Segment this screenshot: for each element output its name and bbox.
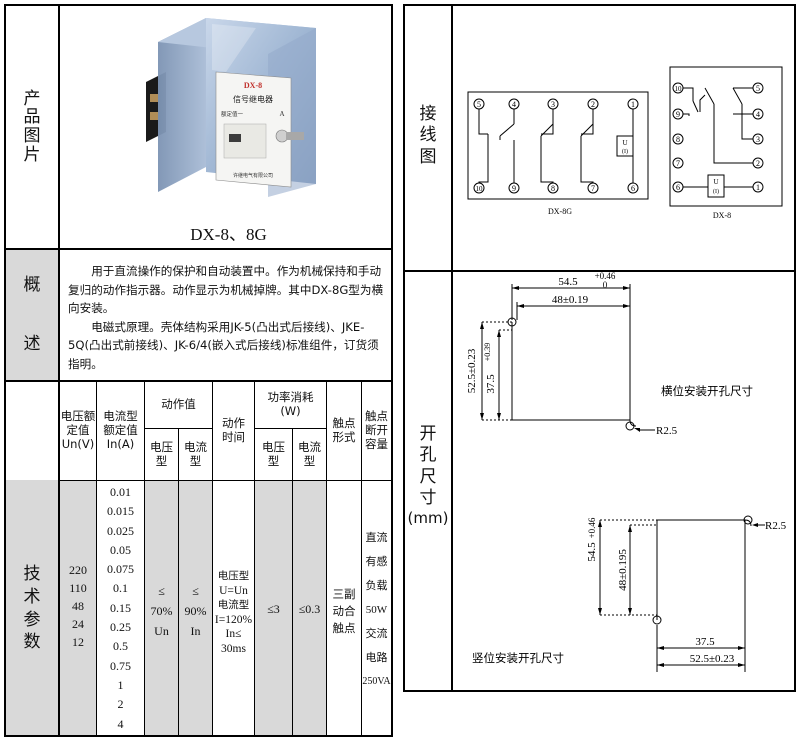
action-time-header: 动作时间 (222, 416, 245, 444)
dim-37-5: 37.5 (485, 374, 497, 394)
dim-54-5: 54.5 (558, 276, 578, 288)
dx8-coil-u: U (713, 178, 718, 186)
photo-subtitle: 信号继电器 (233, 94, 273, 104)
svg-text:5: 5 (477, 100, 481, 109)
svg-text:10: 10 (476, 185, 484, 193)
radius-h: R2.5 (656, 425, 678, 437)
dx8-coil-i: (I) (713, 188, 719, 195)
dx8g-caption: DX-8G (548, 207, 572, 216)
overview-paragraph-1: 用于直流操作的保护和自动装置中。作为机械保持和手动复归的动作指示器。动作显示为机… (68, 264, 384, 315)
spec-table: 产 品 图 片 DX-8 (4, 4, 393, 737)
dx8g-coil-u: U (622, 139, 627, 147)
action-current-value: ≤ 90% In (184, 584, 207, 638)
svg-text:1: 1 (631, 100, 635, 109)
horizontal-cutout-arrows (480, 286, 640, 432)
svg-text:9: 9 (512, 184, 516, 193)
dx8-circuit (683, 87, 753, 198)
rated-voltage-header: 电压额定值Un(V) (60, 409, 96, 451)
action-current-type-header: 电流型 (184, 439, 207, 468)
tol-zero: 0 (603, 280, 608, 290)
svg-text:10: 10 (675, 85, 683, 93)
action-voltage-value: ≤ 70% Un (150, 584, 173, 638)
svg-text:2: 2 (756, 159, 760, 168)
svg-text:8: 8 (676, 135, 680, 144)
product-image-label: 产 品 图 片 (23, 88, 41, 165)
power-voltage-value: ≤3 (267, 602, 280, 616)
svg-text:4: 4 (512, 100, 516, 109)
svg-text:8: 8 (551, 184, 555, 193)
tech-params-label: 技 术 参 数 (23, 564, 41, 653)
rated-current-header: 电流型额定值In(A) (103, 409, 138, 451)
dim-52-5-v: 52.5±0.23 (690, 653, 735, 665)
vertical-cutout-arrows (598, 520, 758, 667)
action-time-value: 电压型 U=Un 电流型 I=120% In≤ 30ms (214, 570, 253, 655)
svg-text:3: 3 (756, 135, 760, 144)
photo-maker: 许继电气有限公司 (233, 172, 273, 179)
action-voltage-type-header: 电压型 (150, 439, 173, 468)
svg-text:6: 6 (631, 184, 635, 193)
power-header: 功率消耗 (W) (267, 390, 314, 418)
horizontal-cutout (481, 284, 655, 431)
current-values: 0.01 0.015 0.025 0.05 0.075 0.1 0.15 0.2… (107, 485, 134, 731)
voltage-values: 220 110 48 24 12 (69, 563, 87, 649)
tol-plus: +0.46 (595, 271, 616, 281)
svg-text:7: 7 (591, 184, 595, 193)
photo-title: DX-8 (244, 81, 262, 90)
svg-text:7: 7 (676, 159, 680, 168)
dx8-caption: DX-8 (713, 211, 731, 220)
svg-text:9: 9 (676, 110, 680, 119)
action-value-header: 动作值 (161, 397, 196, 412)
svg-text:6: 6 (676, 183, 680, 192)
cutout-label: 开 孔 尺 寸 (mm) (407, 424, 449, 527)
wiring-label: 接 线 图 (419, 104, 437, 167)
dx8g-coil-i: (I) (622, 148, 628, 155)
overview-text: 用于直流操作的保护和自动装置中。作为机械保持和手动复归的动作指示器。动作显示为机… (68, 262, 390, 373)
radius-v: R2.5 (765, 520, 787, 532)
product-caption: DX-8、8G (190, 225, 267, 244)
contact-form-header: 触点形式 (332, 416, 356, 444)
dim-48-v: 48±0.195 (617, 549, 629, 591)
dx8g-circuit (478, 109, 634, 183)
horizontal-caption: 横位安装开孔尺寸 (661, 384, 753, 398)
dx8-box (669, 66, 783, 207)
svg-text:4: 4 (756, 110, 760, 119)
dim-37-5-v: 37.5 (695, 636, 715, 648)
vertical-cutout (599, 515, 765, 672)
power-current-type-header: 电流型 (298, 439, 321, 468)
photo-unit: A (279, 110, 284, 118)
drawings-panel: 接 线 图 开 孔 尺 寸 (mm) (403, 4, 796, 692)
tol-039: +0.39 (483, 343, 492, 362)
overview-label: 概 述 (23, 275, 41, 354)
dx8g-terminals: 5 4 3 2 1 10 9 8 7 6 (473, 98, 639, 194)
product-photo: DX-8 信号继电器 额定值一 A 许继电气有限公司 (146, 18, 316, 197)
overview-paragraph-2: 电磁式原理。壳体结构采用JK-5(凸出式后接线)、JKE-5Q(凸出式前接线)、… (68, 319, 379, 371)
contact-capacity-value: 直流 有感 负载 50W 交流 电路 250VA (362, 531, 391, 687)
svg-text:5: 5 (756, 84, 760, 93)
dim-54-5-v: 54.5 (586, 542, 598, 562)
dim-48: 48±0.19 (552, 294, 589, 306)
tol-plus-v: +0.46 (587, 517, 597, 538)
contact-form-value: 三副 动合 触点 (332, 587, 356, 635)
power-current-value: ≤0.3 (298, 602, 321, 616)
dim-52-5: 52.5±0.23 (466, 348, 478, 393)
svg-text:1: 1 (756, 183, 760, 192)
dx8g-box (467, 91, 649, 200)
power-voltage-type-header: 电压型 (262, 439, 285, 468)
vertical-caption: 竖位安装开孔尺寸 (472, 651, 564, 665)
svg-text:3: 3 (551, 100, 555, 109)
contact-capacity-header: 触点断开容量 (365, 409, 388, 451)
svg-text:2: 2 (591, 100, 595, 109)
photo-rated-label: 额定值一 (221, 110, 244, 118)
